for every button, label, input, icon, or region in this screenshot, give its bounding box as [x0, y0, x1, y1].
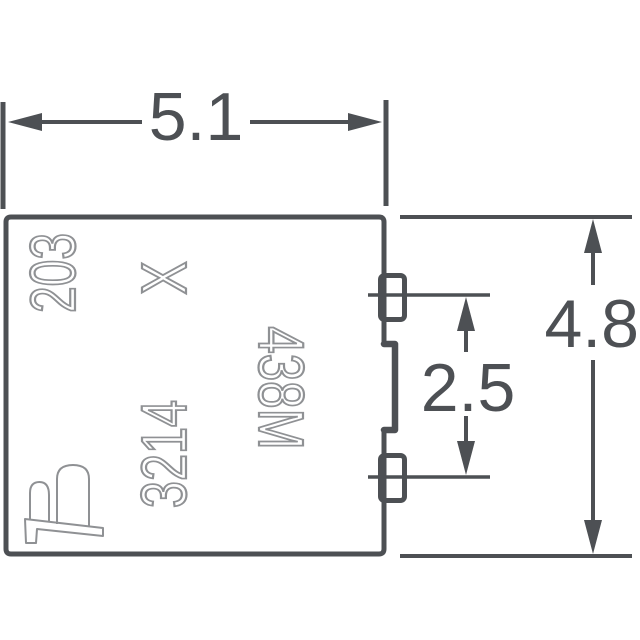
component-body-outline [3, 214, 387, 557]
logo-arch-small [29, 481, 50, 522]
dim-height: 4.8 [400, 215, 639, 558]
dim-width-value: 5.1 [149, 79, 244, 155]
logo-base-bar [24, 518, 104, 544]
dim-pitch-value: 2.5 [421, 350, 516, 426]
marking-date-code: 438M [244, 326, 316, 449]
logo-arch-large [56, 464, 90, 527]
dim-width-arrow-right [348, 113, 382, 131]
dim-height-arrow-top [584, 219, 602, 253]
dim-pitch: 2.5 [368, 293, 516, 479]
marking-series-code: 3214 [130, 400, 201, 508]
dim-height-value: 4.8 [544, 286, 639, 362]
dim-pitch-arrow-down [457, 441, 475, 475]
dim-width: 5.1 [0, 79, 389, 209]
dim-height-arrow-bottom [584, 520, 602, 554]
rotor-edge [380, 340, 399, 434]
bourns-logo-icon [24, 464, 104, 544]
dim-width-arrow-left [8, 113, 42, 131]
marking-resistance-code: 203 [17, 233, 88, 313]
pin-tab-top [378, 273, 407, 322]
dim-pitch-arrow-up [457, 297, 475, 331]
marking-multiplier: X [129, 261, 200, 294]
